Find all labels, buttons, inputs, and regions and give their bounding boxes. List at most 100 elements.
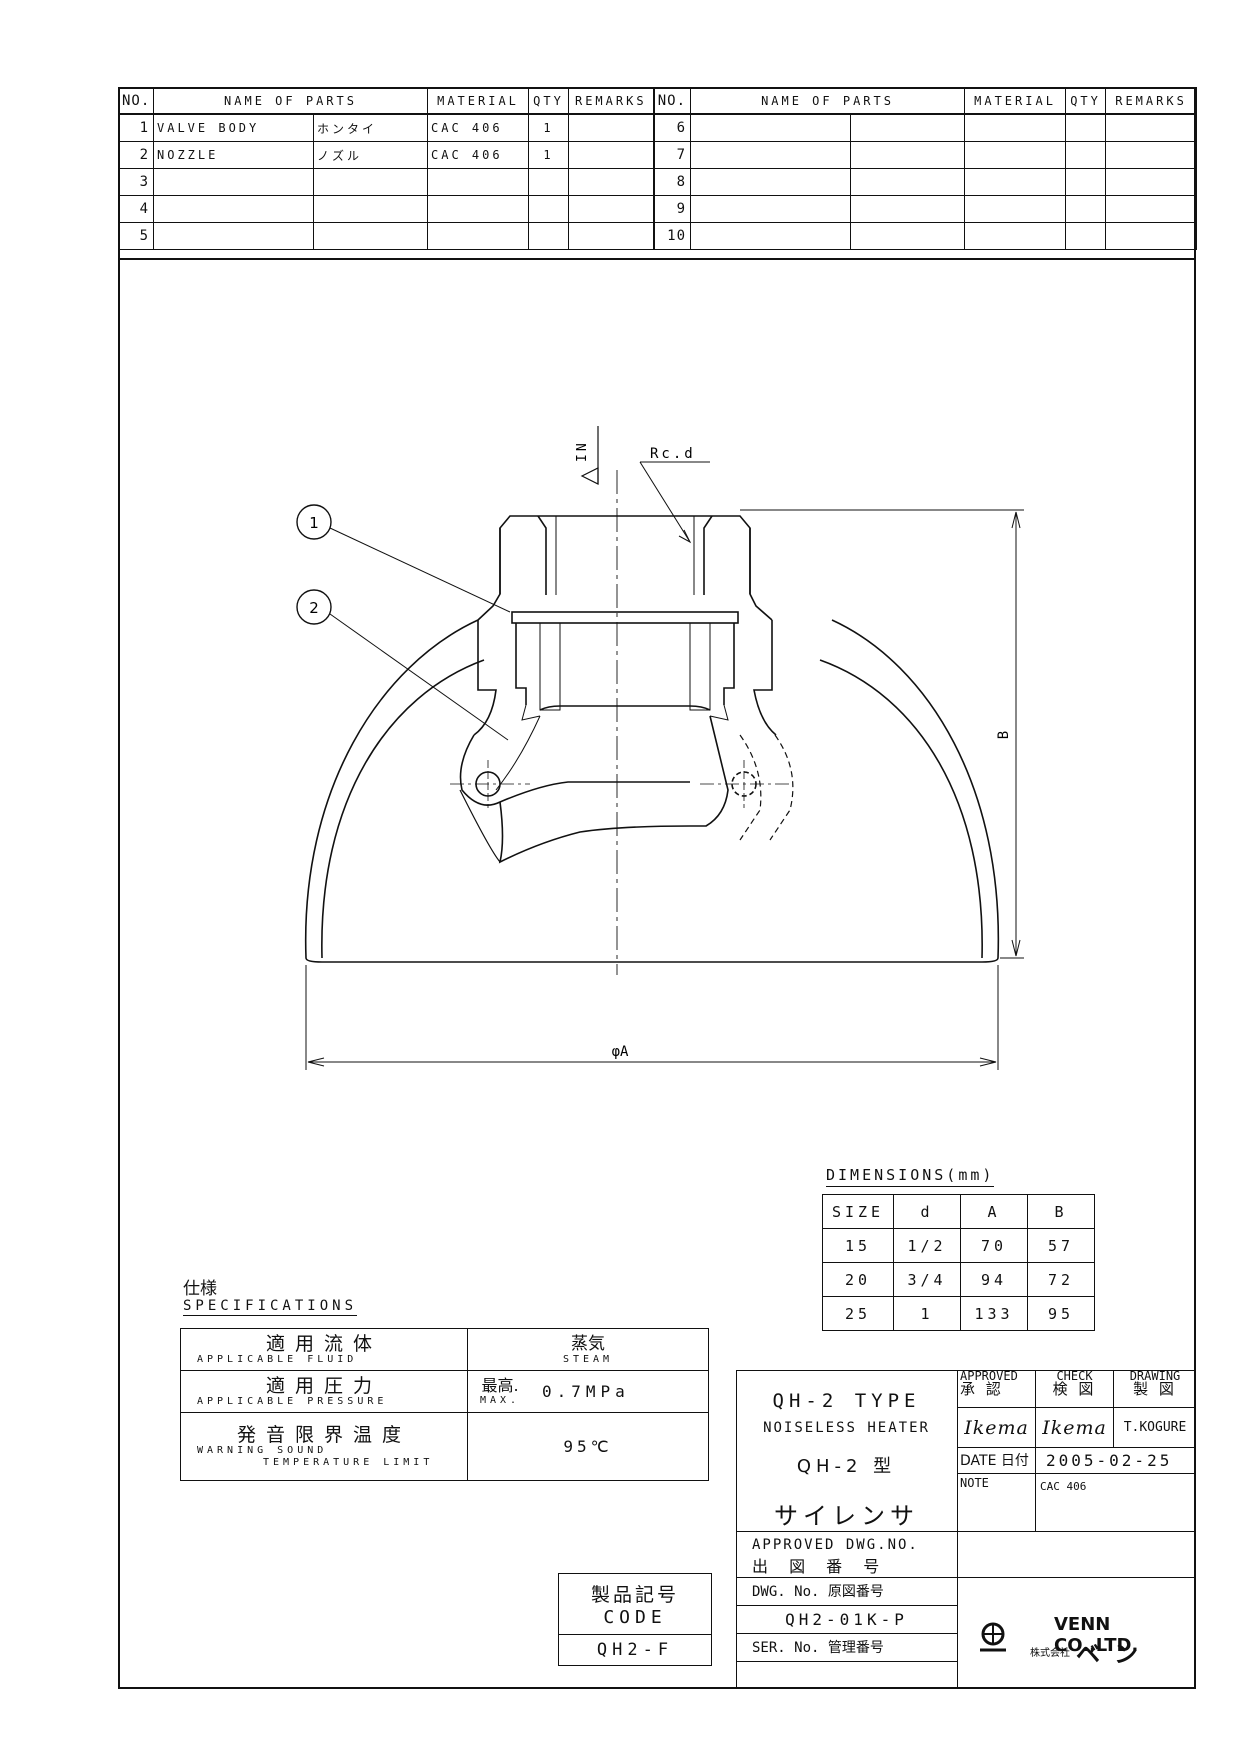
spec-value-temperature: 95℃ xyxy=(467,1412,709,1481)
part-no: 4 xyxy=(118,195,154,223)
approved-signature: Ikema xyxy=(958,1408,1036,1448)
balloon-1-label: 1 xyxy=(309,514,319,532)
specifications-title-en: SPECIFICATIONS xyxy=(183,1298,358,1316)
body-inner-wall xyxy=(473,620,777,736)
part-remarks xyxy=(568,113,655,142)
dim-cell: 133 xyxy=(960,1296,1028,1331)
nozzle-flange xyxy=(511,611,739,624)
balloon-2 xyxy=(296,589,332,625)
dwg-no-label: DWG. No. 原図番号 xyxy=(736,1578,958,1606)
dim-cell: 20 xyxy=(822,1262,894,1297)
dim-cell: 25 xyxy=(822,1296,894,1331)
dim-header-b: B xyxy=(1027,1194,1095,1229)
code-value: QH2-F xyxy=(559,1634,711,1660)
dim-cell: 94 xyxy=(960,1262,1028,1297)
dim-header-d: d xyxy=(893,1194,961,1229)
dim-cell: 1 xyxy=(893,1296,961,1331)
table-row: 5 10 xyxy=(118,222,1198,250)
part-name-jp: ホンタイ xyxy=(312,113,429,142)
title-block: QH-2 TYPE NOISELESS HEATER QH-2 型 サイレンサ … xyxy=(736,1370,1196,1689)
product-title-cell: QH-2 TYPE NOISELESS HEATER QH-2 型 サイレンサ xyxy=(736,1370,958,1532)
header-material-right: MATERIAL xyxy=(964,87,1067,115)
dimensions-title: DIMENSIONS(mm) xyxy=(826,1166,995,1187)
date-value: 2005-02-25 xyxy=(1036,1448,1196,1474)
dim-cell: 72 xyxy=(1027,1262,1095,1297)
parts-list-table: NO. NAME OF PARTS MATERIAL QTY REMARKS N… xyxy=(118,87,1198,250)
nozzle-wall xyxy=(515,623,735,705)
part-material: CAC 406 xyxy=(427,141,530,169)
dim-cell: 15 xyxy=(822,1228,894,1263)
parts-header-row: NO. NAME OF PARTS MATERIAL QTY REMARKS N… xyxy=(118,87,1198,115)
type-en: QH-2 TYPE xyxy=(772,1390,921,1412)
check-header: CHECK 検 図 xyxy=(1036,1370,1114,1408)
code-label-jp: 製品記号 xyxy=(590,1584,679,1606)
body-neck xyxy=(477,515,773,621)
check-signature: Ikema xyxy=(1036,1408,1114,1448)
header-name-of-parts: NAME OF PARTS xyxy=(152,87,429,115)
dim-header-a: A xyxy=(960,1194,1028,1229)
approved-header: APPROVED 承 認 xyxy=(958,1370,1036,1408)
note-label: NOTE xyxy=(958,1474,1036,1532)
table-row: 15 1/2 70 57 xyxy=(822,1228,1095,1263)
dimension-a-label: φA xyxy=(612,1044,629,1060)
dim-cell: 95 xyxy=(1027,1296,1095,1331)
part-name-jp: ノズル xyxy=(312,141,429,169)
specifications-table: 適用流体 APPLICABLE FLUID 蒸気 STEAM 適用圧力 APPL… xyxy=(180,1328,709,1481)
header-name-of-parts-right: NAME OF PARTS xyxy=(690,87,966,115)
nozzle-outlet-left xyxy=(459,734,690,806)
header-qty-right: QTY xyxy=(1065,87,1107,115)
table-row: 4 9 xyxy=(118,195,1198,223)
dimension-a xyxy=(305,965,999,1070)
drawing-header: DRAWING 製 図 xyxy=(1114,1370,1196,1408)
header-remarks: REMARKS xyxy=(568,87,655,115)
dome-outer xyxy=(304,619,1000,959)
dome-inner xyxy=(321,659,983,959)
dome-rim xyxy=(305,957,999,963)
table-row: 適用流体 APPLICABLE FLUID 蒸気 STEAM xyxy=(180,1328,709,1371)
dim-cell: 1/2 xyxy=(893,1228,961,1263)
ser-no-label: SER. No. 管理番号 xyxy=(736,1634,958,1662)
inlet-arrow-icon xyxy=(580,426,599,485)
part-remarks xyxy=(568,141,655,169)
header-no: NO. xyxy=(118,87,154,115)
inlet-label: IN xyxy=(575,440,590,462)
date-label: DATE 日付 xyxy=(958,1448,1036,1474)
product-jp: サイレンサ xyxy=(774,1502,919,1530)
code-label-en: CODE xyxy=(603,1607,667,1628)
spec-label-temperature: 発音限界温度 WARNING SOUND TEMPERATURE LIMIT xyxy=(180,1412,468,1481)
part-no: 10 xyxy=(653,222,692,250)
spec-label-fluid: 適用流体 APPLICABLE FLUID xyxy=(180,1328,468,1371)
table-row: 1 VALVE BODY ホンタイ CAC 406 1 6 xyxy=(118,113,1198,142)
product-en: NOISELESS HEATER xyxy=(763,1420,930,1436)
part-no: 1 xyxy=(118,113,154,142)
header-remarks-right: REMARKS xyxy=(1105,87,1198,115)
company-name-jp: ベン xyxy=(1076,1640,1152,1668)
part-no: 2 xyxy=(118,141,154,169)
dimensions-table: SIZE d A B 15 1/2 70 57 20 3/4 94 72 25 … xyxy=(822,1194,1095,1331)
dimension-b xyxy=(740,509,1024,959)
part-name-en: VALVE BODY xyxy=(153,113,314,142)
note-value: CAC 406 xyxy=(1036,1474,1196,1532)
dim-cell: 70 xyxy=(960,1228,1028,1263)
type-jp: QH-2 型 xyxy=(796,1456,897,1477)
dim-cell: 3/4 xyxy=(893,1262,961,1297)
balloon-1 xyxy=(296,504,332,540)
part-no: 5 xyxy=(118,222,154,250)
thread-label: Rc.d xyxy=(650,446,696,462)
company-logo-icon xyxy=(980,1622,1006,1652)
product-code-box: 製品記号 CODE QH2-F xyxy=(558,1573,712,1666)
company-prefix-jp: 株式会社 xyxy=(1030,1648,1070,1659)
spec-value-fluid: 蒸気 STEAM xyxy=(467,1328,709,1371)
header-no-right: NO. xyxy=(653,87,692,115)
leader-2 xyxy=(329,613,509,741)
table-row: 20 3/4 94 72 xyxy=(822,1262,1095,1297)
dim-header-size: SIZE xyxy=(822,1194,894,1229)
dwg-no-value: QH2-01K-P xyxy=(736,1606,958,1634)
header-qty: QTY xyxy=(528,87,570,115)
dimension-b-label: B xyxy=(996,731,1012,739)
drawn-by: T.KOGURE xyxy=(1114,1408,1196,1448)
table-row: 2 NOZZLE ノズル CAC 406 1 7 xyxy=(118,141,1198,169)
part-qty: 1 xyxy=(528,113,570,142)
part-material: CAC 406 xyxy=(427,113,530,142)
table-row: SIZE d A B xyxy=(822,1194,1095,1229)
